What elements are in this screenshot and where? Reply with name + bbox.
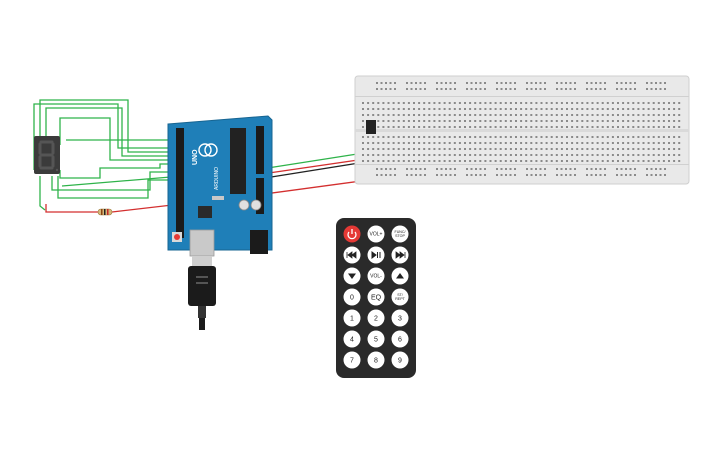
remote-button-num-2[interactable]: 2 [367,309,385,327]
capacitor [250,199,262,211]
wire-green[interactable] [57,176,168,199]
arduino-logo-icon [198,143,212,157]
remote-button-power[interactable] [343,225,361,243]
remote-button-func-stop[interactable]: FUNC/STOP [391,225,409,243]
resistor[interactable] [97,208,113,216]
remote-button-down[interactable] [343,267,361,285]
remote-button-label: 0 [350,295,354,302]
remote-button-num-3[interactable]: 3 [391,309,409,327]
remote-button-label: ST/REPT [395,293,405,301]
remote-button-label: 5 [374,337,378,344]
wire-green[interactable] [33,103,168,170]
breadboard[interactable] [354,75,690,185]
remote-button-prev[interactable] [343,246,361,264]
remote-button-play-pause[interactable] [367,246,385,264]
remote-button-st-rept[interactable]: ST/REPT [391,288,409,306]
remote-button-label: VOL- [370,274,382,280]
remote-button-num-4[interactable]: 4 [343,330,361,348]
seven-segment-display[interactable]: 8 [34,136,60,174]
remote-button-num-7[interactable]: 7 [343,351,361,369]
triangle-down-icon [348,273,356,279]
remote-button-num-5[interactable]: 5 [367,330,385,348]
ir-receiver[interactable] [366,120,376,134]
play-pause-icon [371,251,381,259]
crystal [212,196,224,200]
atmega-chip [230,128,246,194]
remote-button-label: FUNC/STOP [395,230,406,238]
remote-button-next[interactable] [391,246,409,264]
wire-green[interactable] [39,176,46,211]
remote-button-label: 6 [398,337,402,344]
remote-button-label: 7 [350,358,354,365]
remote-button-label: 2 [374,316,378,323]
remote-button-eq[interactable]: EQ [367,288,385,306]
power-icon [347,229,357,240]
remote-button-label: 3 [398,316,402,323]
triangle-up-icon [396,273,404,279]
remote-button-up[interactable] [391,267,409,285]
analog-header [256,178,264,214]
remote-button-label: 8 [374,358,378,365]
ir-remote[interactable]: VOL+ FUNC/STOP VOL- 0 EQ ST/REPT 1 2 3 4 5 6 7 8 9 [336,218,416,378]
remote-button-label: 9 [398,358,402,365]
wire-green[interactable] [39,99,168,160]
remote-button-label: 4 [350,337,354,344]
remote-button-label: 1 [350,316,354,323]
board-maker-label: ARDUINO [214,167,220,190]
remote-button-num-9[interactable]: 9 [391,351,409,369]
wire-green[interactable] [59,163,168,179]
remote-button-label: VOL+ [370,232,383,238]
remote-button-vol-down[interactable]: VOL- [367,267,385,285]
board-model-label: UNO [192,149,199,165]
remote-button-num-8[interactable]: 8 [367,351,385,369]
wire-green[interactable] [45,107,168,157]
fast-forward-icon [395,251,406,259]
wire-green[interactable] [51,171,168,191]
breadboard-holes [362,82,681,176]
remote-button-label: EQ [371,295,382,302]
power-header [256,126,264,174]
usb-cable[interactable] [188,256,216,330]
digital-header [176,128,184,238]
remote-button-num-0[interactable]: 0 [343,288,361,306]
regulator [198,206,212,218]
usb-port [189,229,215,257]
wire-green[interactable] [59,117,168,161]
wire-red[interactable] [45,204,98,213]
remote-button-vol-up[interactable]: VOL+ [367,225,385,243]
capacitor [238,199,250,211]
remote-button-num-1[interactable]: 1 [343,309,361,327]
arduino-uno-board[interactable]: UNO ARDUINO [167,115,273,257]
power-jack [250,230,268,254]
rewind-icon [346,251,357,259]
remote-button-num-6[interactable]: 6 [391,330,409,348]
